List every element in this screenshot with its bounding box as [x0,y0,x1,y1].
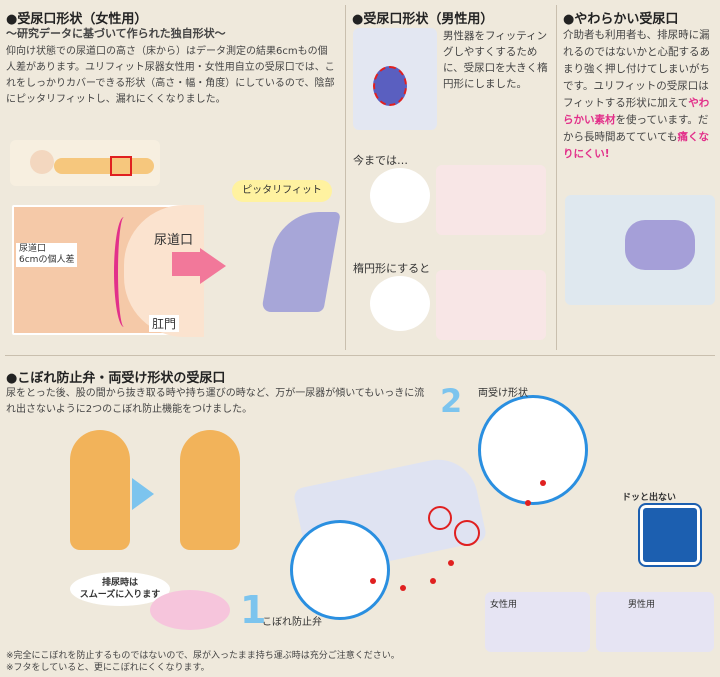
male-body: 男性器をフィッティングしやすくするために、受尿口を大きく楕円形にしました。 [443,30,548,90]
double-receiver-label: 両受け形状 [478,388,528,399]
dotted-path [370,578,376,584]
male-label: 男性用 [628,600,656,610]
soft-urinal-image [565,195,715,305]
valve-label: こぼれ防止弁 [262,617,322,628]
no-gush-label: ドッと出ない [622,493,677,503]
caregiver-illustration [436,270,546,340]
dotted-path [540,480,546,486]
soft-title: ●やわらかい受尿口 [563,12,679,27]
caregiver-illustration [436,165,546,235]
note-1: ※完全にこぼれを防止するものではないので、尿が入ったまま持ち運ぶ時は充分ご注意く… [6,651,400,661]
arrow-icon [200,248,226,284]
divider [5,355,715,356]
note-2: ※フタをしていると、更にこぼれにくくなります。 [6,663,210,673]
before-label: 今までは… [353,154,408,167]
valve-closeup [290,520,390,620]
female-label: 女性用 [490,600,518,610]
legend: 尿道口 6cmの個人差 [16,243,78,267]
anatomy-diagram: 尿道口 肛門 尿道口 6cmの個人差 [12,205,204,337]
legend-6cm: 6cmの個人差 [19,255,75,265]
patient-lying-illustration [10,140,160,186]
number-1: 1 [240,588,267,632]
soft-text: を使っています。だから長時間あてていても [563,114,709,143]
soft-text: 介助者も利用者も、排尿時に漏れるのではないかと心配するあまり強く押し付けてしまい… [563,29,710,109]
arrow-body [172,252,200,276]
patient-illustration [150,590,230,630]
fit-label: ピッタリフィット [232,180,332,202]
female-title: ●受尿口形状（女性用） [6,12,148,27]
highlight-circle [428,506,452,530]
anus-label: 肛門 [149,315,180,332]
female-body: 仰向け状態での尿道口の高さ（床から）はデータ測定の結果6cmもの個人差があります… [6,46,335,105]
male-urinal-image [353,28,437,130]
divider [556,5,557,350]
female-urinal-photo [485,592,590,652]
after-illustration [370,276,430,331]
spill-body: 尿をとった後、股の間から抜き取る時や持ち運びの時など、万が一尿器が傾いてもいっき… [6,388,425,415]
dotted-path [525,500,531,506]
number-2: 2 [440,382,463,420]
no-gush-icon [638,503,702,567]
dotted-path [430,578,436,584]
spill-title: ●こぼれ防止弁・両受け形状の受尿口 [6,371,226,386]
male-title: ●受尿口形状（男性用） [352,12,494,27]
elderly-woman-illustration [70,430,130,550]
soft-highlight: やわらかい素材 [563,97,710,126]
urinal-female-illustration [261,212,341,312]
arrow-icon [132,478,154,510]
soft-highlight: 痛くなりにくい! [563,131,709,160]
dotted-path [400,585,406,591]
female-subtitle: ～研究データに基づいて作られた独自形状～ [6,27,226,40]
legend-urethra: 尿道口 [19,244,47,254]
urethra-label: 尿道口 [154,233,194,248]
elderly-woman-illustration [180,430,240,550]
highlight-circle [454,520,480,546]
dotted-path [448,560,454,566]
soft-body: 介助者も利用者も、排尿時に漏れるのではないかと心配するあまり強く押し付けてしまい… [563,27,713,163]
divider [345,5,346,350]
double-receiver-closeup [478,395,588,505]
male-urinal-photo [596,592,714,652]
before-illustration [370,168,430,223]
after-label: 楕円形にすると [353,262,431,275]
